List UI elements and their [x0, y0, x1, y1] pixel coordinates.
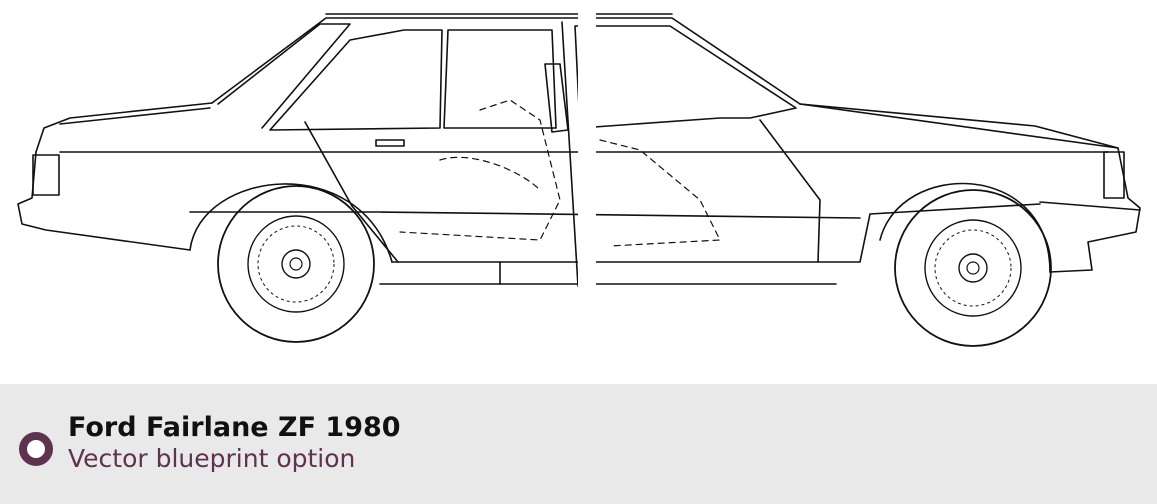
rocker-panel: [391, 203, 1041, 263]
rear-wheel: [217, 185, 375, 343]
front-door-window: [574, 25, 797, 129]
door-seam: [759, 119, 821, 263]
caption-bar: Ford Fairlane ZF 1980 Vector blueprint o…: [0, 384, 1157, 504]
rear-window: [217, 23, 351, 129]
roof-line: [211, 17, 1119, 149]
rear-bumper: [17, 151, 191, 251]
front-wheel: [894, 189, 1052, 347]
blueprint-title: Ford Fairlane ZF 1980: [68, 412, 401, 443]
rear-door-window: [269, 29, 443, 131]
blueprint-subtitle: Vector blueprint option: [68, 444, 356, 473]
car-side-blueprint-image: [17, 13, 1141, 347]
trunk-line: [35, 102, 213, 153]
car-blueprint-area: [17, 13, 1141, 347]
front-seat-outline: [599, 139, 721, 247]
rear-seat-outline: [399, 99, 561, 241]
radio-ring-icon[interactable]: [19, 432, 53, 466]
rear-wheel-arch: [189, 183, 393, 263]
hood-line: [799, 103, 1141, 273]
